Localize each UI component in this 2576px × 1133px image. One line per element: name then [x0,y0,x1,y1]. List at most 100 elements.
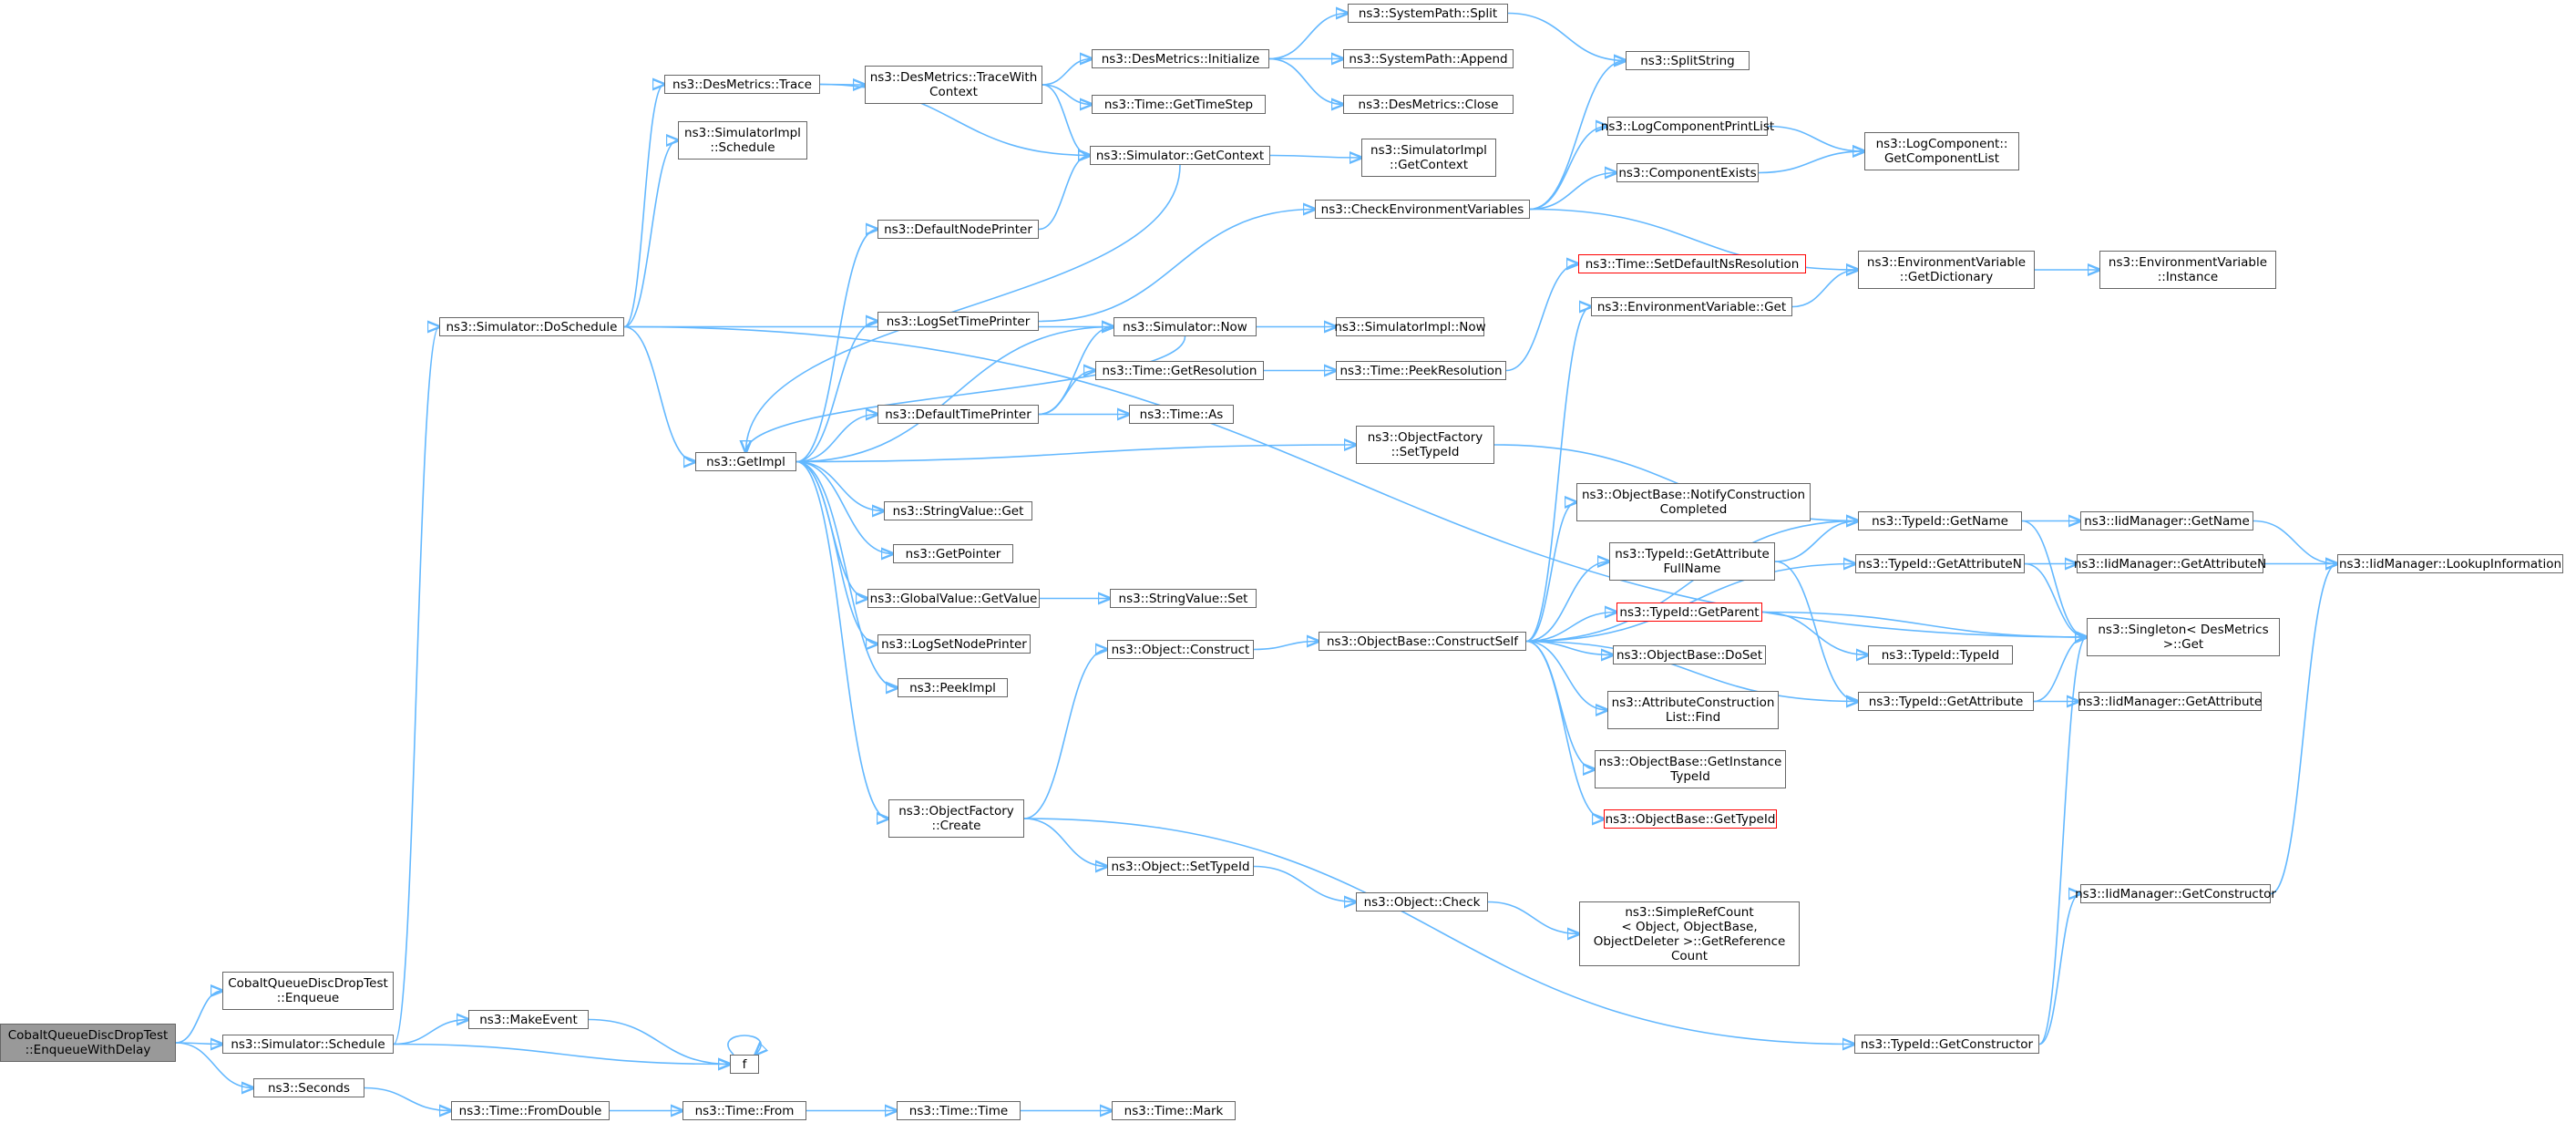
node-simimpl-getcontext[interactable]: ns3::SimulatorImpl ::GetContext [1361,139,1496,177]
node-seconds[interactable]: ns3::Seconds [253,1078,364,1097]
node-f[interactable]: f [730,1055,759,1074]
edge-sim-schedule-to-doschedule [393,327,439,1045]
edge-objectfactory-create-to-typeid-getconstructor [1023,818,1854,1045]
edge-iidmanager-getconstructor-to-iidmanager-lookup [2270,564,2337,895]
edge-logcomponentprintlist-to-logcomponent-getlist [1767,125,1864,152]
edge-checkenv-to-logcomponentprintlist [1529,127,1607,211]
node-iidmanager-getconstructor[interactable]: ns3::IidManager::GetConstructor [2075,884,2276,903]
node-root[interactable]: CobaltQueueDiscDropTest ::EnqueueWithDel… [0,1024,176,1062]
node-syspath-split[interactable]: ns3::SystemPath::Split [1348,4,1508,23]
node-setdefaultnsres[interactable]: ns3::Time::SetDefaultNsResolution [1578,254,1806,273]
node-getpointer[interactable]: ns3::GetPointer [893,544,1013,563]
node-envvar-getdict[interactable]: ns3::EnvironmentVariable ::GetDictionary [1858,251,2035,289]
node-stringvalue-set[interactable]: ns3::StringValue::Set [1110,589,1257,608]
edge-getimpl-to-getpointer [795,460,893,554]
edge-objectfactory-create-to-object-construct [1023,650,1107,819]
node-fromdouble[interactable]: ns3::Time::FromDouble [451,1101,610,1120]
node-iidmanager-getattribute[interactable]: ns3::IidManager::GetAttribute [2078,692,2262,711]
edge-defaultnodeprinter-to-sim-getcontext [1038,156,1090,231]
node-object-settypeid[interactable]: ns3::Object::SetTypeId [1107,857,1254,876]
node-logcomponentprintlist[interactable]: ns3::LogComponentPrintList [1601,117,1774,136]
edge-constructself-to-typeid-getparent [1525,613,1616,643]
edge-getimpl-to-objectfactory-create [795,460,888,819]
edge-iidmanager-getname-to-iidmanager-lookup [2253,520,2337,564]
node-defaulttimeprinter[interactable]: ns3::DefaultTimePrinter [877,405,1039,424]
node-desmetrics-close[interactable]: ns3::DesMetrics::Close [1343,95,1514,114]
edge-doschedule-to-simimpl-schedule [623,140,678,328]
edge-time-peekresolution-to-setdefaultnsres [1505,264,1578,372]
edge-envvar-get-to-envvar-getdict [1791,270,1858,308]
edge-getimpl-to-defaultnodeprinter [795,230,877,463]
node-singleton-get[interactable]: ns3::Singleton< DesMetrics >::Get [2087,618,2280,656]
node-globalvalue-getvalue[interactable]: ns3::GlobalValue::GetValue [867,589,1040,608]
node-typeid-typeid[interactable]: ns3::TypeId::TypeId [1868,645,2013,664]
node-objectbase-doset[interactable]: ns3::ObjectBase::DoSet [1613,645,1766,664]
edge-root-to-seconds [175,1042,253,1088]
node-stringvalue-get[interactable]: ns3::StringValue::Get [884,501,1032,520]
edge-constructself-to-objectbase-getinstancetypeid [1525,640,1595,770]
node-splitstring[interactable]: ns3::SplitString [1626,51,1750,70]
edge-constructself-to-objectbase-gettypeid [1525,640,1604,819]
node-typeid-getattrfullname[interactable]: ns3::TypeId::GetAttribute FullName [1609,542,1775,581]
node-makeevent[interactable]: ns3::MakeEvent [468,1010,589,1029]
node-checkenv[interactable]: ns3::CheckEnvironmentVariables [1315,200,1530,219]
node-getimpl[interactable]: ns3::GetImpl [695,452,796,471]
node-objectfactory-create[interactable]: ns3::ObjectFactory ::Create [888,799,1024,838]
node-simimpl-schedule[interactable]: ns3::SimulatorImpl ::Schedule [678,121,807,160]
node-defaultnodeprinter[interactable]: ns3::DefaultNodePrinter [877,220,1039,239]
edge-getimpl-to-defaulttimeprinter [795,415,877,463]
node-typeid-getattribute[interactable]: ns3::TypeId::GetAttribute [1858,692,2034,711]
node-timemark[interactable]: ns3::Time::Mark [1112,1101,1236,1120]
node-attrconstructionlist-find[interactable]: ns3::AttributeConstruction List::Find [1607,691,1779,729]
edge-tracewithcontext-to-gettimestep [1042,84,1092,105]
node-object-check[interactable]: ns3::Object::Check [1356,892,1488,912]
edge-typeid-getattrfullname-to-typeid-getattribute [1774,561,1858,702]
node-logsetnodeprinter[interactable]: ns3::LogSetNodePrinter [877,634,1031,654]
edge-typeid-getattrfullname-to-typeid-getname [1774,521,1858,562]
node-typeid-getconstructor[interactable]: ns3::TypeId::GetConstructor [1854,1035,2039,1054]
edge-doschedule-to-singleton-get [623,325,2087,638]
edge-sim-schedule-to-f [393,1043,730,1065]
node-timefrom[interactable]: ns3::Time::From [682,1101,806,1120]
edge-makeevent-to-f [588,1018,730,1065]
node-sim-getcontext[interactable]: ns3::Simulator::GetContext [1090,146,1270,165]
node-notifyconstruction[interactable]: ns3::ObjectBase::NotifyConstruction Comp… [1576,483,1811,521]
node-iidmanager-lookup[interactable]: ns3::IidManager::LookupInformation [2337,554,2563,573]
node-time-as[interactable]: ns3::Time::As [1129,405,1234,424]
edge-typeid-getparent-to-singleton-get [1761,611,2087,638]
node-tracewithcontext[interactable]: ns3::DesMetrics::TraceWith Context [865,66,1042,104]
node-object-construct[interactable]: ns3::Object::Construct [1107,640,1254,659]
node-time-getresolution[interactable]: ns3::Time::GetResolution [1095,361,1264,380]
edge-getimpl-to-peekimpl [795,460,898,688]
node-sim-now[interactable]: ns3::Simulator::Now [1114,317,1257,336]
node-iidmanager-getname[interactable]: ns3::IidManager::GetName [2080,511,2253,530]
node-peekimpl[interactable]: ns3::PeekImpl [898,678,1008,697]
node-objectbase-getinstancetypeid[interactable]: ns3::ObjectBase::GetInstance TypeId [1595,750,1786,788]
node-doschedule[interactable]: ns3::Simulator::DoSchedule [439,317,624,336]
node-objectbase-gettypeid[interactable]: ns3::ObjectBase::GetTypeId [1604,809,1777,829]
edge-getimpl-to-objectfactory-settypeid [795,445,1356,463]
node-desmetrics-init[interactable]: ns3::DesMetrics::Initialize [1092,49,1269,68]
node-iidmanager-getattributen[interactable]: ns3::IidManager::GetAttributeN [2074,554,2266,573]
node-gettimestep[interactable]: ns3::Time::GetTimeStep [1092,95,1266,114]
node-time-peekresolution[interactable]: ns3::Time::PeekResolution [1336,361,1506,380]
node-constructself[interactable]: ns3::ObjectBase::ConstructSelf [1319,632,1526,651]
node-typeid-getparent[interactable]: ns3::TypeId::GetParent [1616,603,1762,622]
node-typeid-getname[interactable]: ns3::TypeId::GetName [1858,511,2022,530]
node-logcomponent-getlist[interactable]: ns3::LogComponent:: GetComponentList [1864,132,2019,170]
node-enqueue[interactable]: CobaltQueueDiscDropTest ::Enqueue [222,972,394,1010]
node-envvar-get[interactable]: ns3::EnvironmentVariable::Get [1591,297,1792,316]
node-typeid-getattributen[interactable]: ns3::TypeId::GetAttributeN [1855,554,2025,573]
node-desmetrics-trace[interactable]: ns3::DesMetrics::Trace [664,75,820,94]
node-envvar-instance[interactable]: ns3::EnvironmentVariable ::Instance [2099,251,2276,289]
node-sim-schedule[interactable]: ns3::Simulator::Schedule [222,1035,394,1054]
node-simimpl-now[interactable]: ns3::SimulatorImpl::Now [1334,317,1486,336]
node-simplerefcount[interactable]: ns3::SimpleRefCount < Object, ObjectBase… [1579,901,1800,966]
node-logsettimeprinter[interactable]: ns3::LogSetTimePrinter [877,312,1039,331]
node-timetime[interactable]: ns3::Time::Time [897,1101,1021,1120]
node-syspath-append[interactable]: ns3::SystemPath::Append [1343,49,1514,68]
node-objectfactory-settypeid[interactable]: ns3::ObjectFactory ::SetTypeId [1356,426,1494,464]
edge-object-construct-to-constructself [1253,642,1319,651]
edge-constructself-to-typeid-getname [1525,521,1858,643]
node-componentexists[interactable]: ns3::ComponentExists [1616,163,1759,182]
